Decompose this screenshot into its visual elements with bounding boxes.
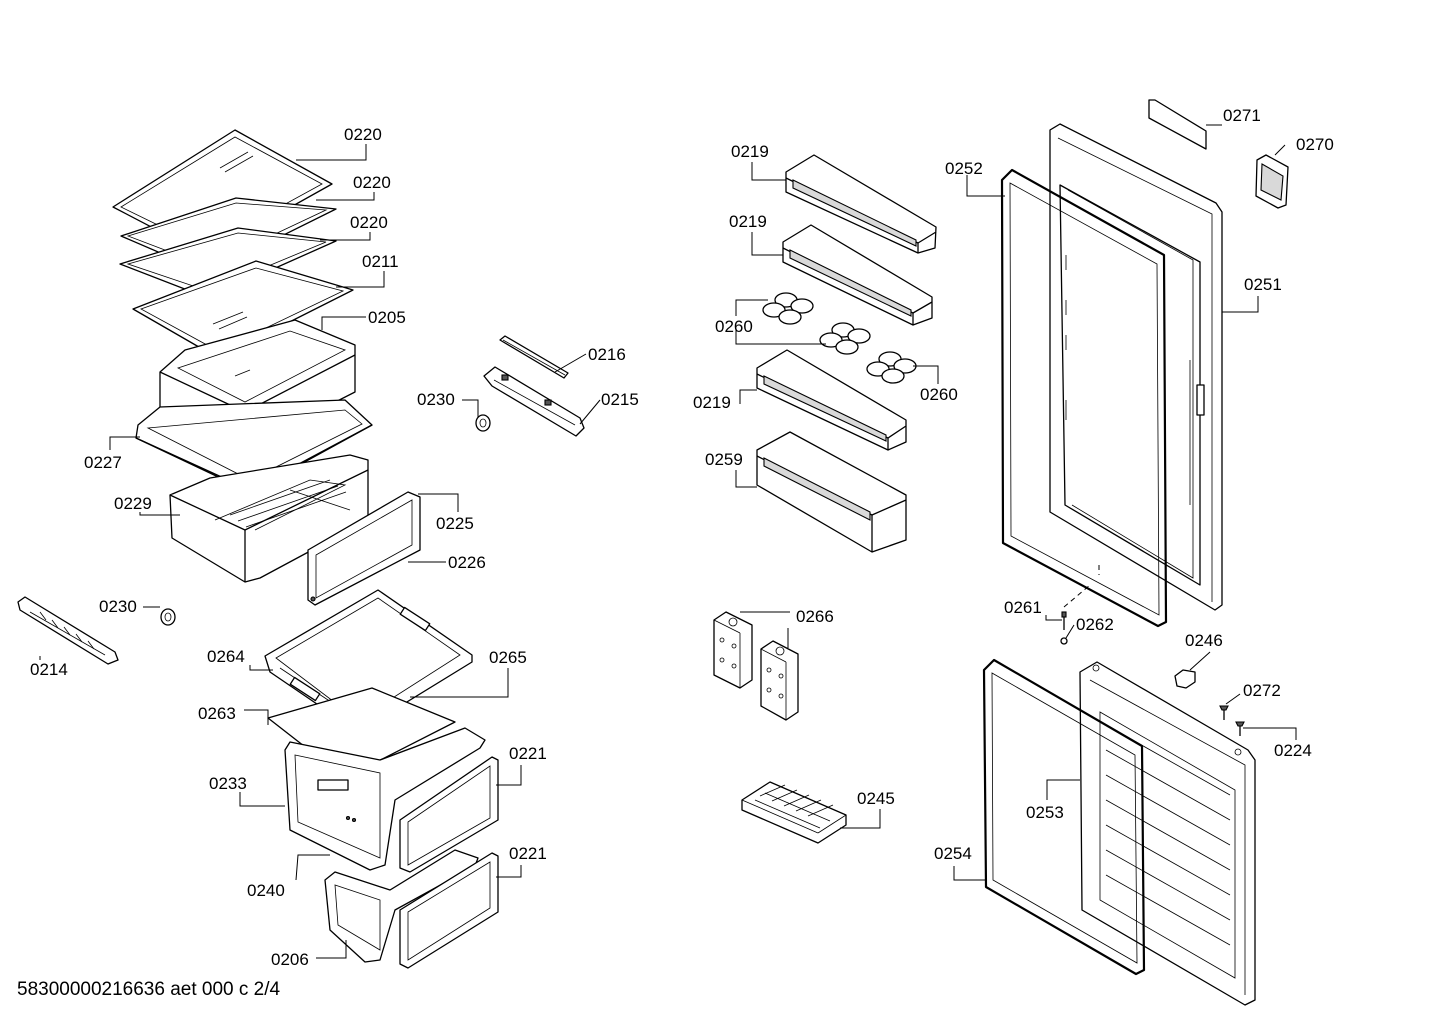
label-0260-left: 0260 bbox=[715, 317, 753, 336]
fridge-door-0251 bbox=[1049, 123, 1223, 611]
end-cap-0230-lower bbox=[160, 608, 176, 626]
door-rack-0219-upper bbox=[785, 154, 937, 254]
cold-pack-0266-b bbox=[760, 640, 799, 721]
label-0240: 0240 bbox=[247, 881, 285, 900]
screw-0272 bbox=[1219, 705, 1229, 720]
label-0266: 0266 bbox=[796, 607, 834, 626]
bottle-rack-0259 bbox=[756, 431, 907, 553]
label-0272: 0272 bbox=[1243, 681, 1281, 700]
door-gasket-0252 bbox=[1000, 168, 1168, 628]
rail-strip-0216 bbox=[499, 335, 569, 379]
hinge-cover-0246 bbox=[1174, 669, 1196, 689]
egg-tray-0260-b bbox=[819, 322, 871, 355]
label-0221-lower: 0221 bbox=[509, 844, 547, 863]
label-0220b: 0220 bbox=[353, 173, 391, 192]
part-labels: 0220 0220 0220 0211 0205 0227 0229 0225 … bbox=[30, 106, 1334, 969]
label-0261: 0261 bbox=[1004, 598, 1042, 617]
label-0226: 0226 bbox=[448, 553, 486, 572]
label-0245: 0245 bbox=[857, 789, 895, 808]
freezer-door-0253 bbox=[1079, 661, 1256, 1006]
assembly-line bbox=[1063, 584, 1091, 608]
rail-0214 bbox=[17, 596, 119, 665]
label-0265: 0265 bbox=[489, 648, 527, 667]
label-0230-lower: 0230 bbox=[99, 597, 137, 616]
door-gasket-0254 bbox=[982, 658, 1146, 976]
label-0219-upper: 0219 bbox=[731, 142, 769, 161]
freezer-drawer-0206 bbox=[324, 849, 499, 969]
label-0220c: 0220 bbox=[350, 213, 388, 232]
label-0227: 0227 bbox=[84, 453, 122, 472]
crisper-drawer-0229 bbox=[169, 454, 369, 583]
control-module-0270 bbox=[1255, 154, 1289, 209]
egg-tray-0260-c bbox=[866, 351, 917, 384]
leader-lines bbox=[39, 124, 1297, 959]
label-0221-upper: 0221 bbox=[509, 744, 547, 763]
label-0260-right: 0260 bbox=[920, 385, 958, 404]
label-0205: 0205 bbox=[368, 308, 406, 327]
label-0253: 0253 bbox=[1026, 803, 1064, 822]
diagram-id: 58300000216636 aet 000 c 2/4 bbox=[17, 979, 281, 1000]
label-0229: 0229 bbox=[114, 494, 152, 513]
label-0225: 0225 bbox=[436, 514, 474, 533]
hinge-pin-0261 bbox=[1061, 611, 1067, 630]
egg-tray-0260-a bbox=[762, 292, 814, 325]
drawer-front-0226 bbox=[307, 491, 421, 606]
freezer-drawer-0233 bbox=[284, 727, 499, 873]
label-0251: 0251 bbox=[1244, 275, 1282, 294]
label-0224: 0224 bbox=[1274, 741, 1312, 760]
label-0270: 0270 bbox=[1296, 135, 1334, 154]
label-0211: 0211 bbox=[362, 252, 399, 271]
glass-shelf-0211 bbox=[132, 260, 354, 359]
label-0259: 0259 bbox=[705, 450, 743, 469]
cold-pack-0266-a bbox=[713, 611, 753, 689]
washer-0262 bbox=[1060, 637, 1068, 645]
door-rack-0219-middle bbox=[782, 224, 933, 326]
label-0216: 0216 bbox=[588, 345, 626, 364]
label-0206: 0206 bbox=[271, 950, 309, 969]
label-0233: 0233 bbox=[209, 774, 247, 793]
label-0271: 0271 bbox=[1223, 106, 1261, 125]
end-cap-0230-upper bbox=[475, 414, 491, 432]
label-0271 bbox=[1148, 99, 1207, 150]
label-0219-lower: 0219 bbox=[693, 393, 731, 412]
label-0230-upper: 0230 bbox=[417, 390, 455, 409]
label-0254: 0254 bbox=[934, 844, 972, 863]
label-0215: 0215 bbox=[601, 390, 639, 409]
label-0214: 0214 bbox=[30, 660, 68, 679]
label-0252: 0252 bbox=[945, 159, 983, 178]
label-0246: 0246 bbox=[1185, 631, 1223, 650]
rail-0215 bbox=[483, 366, 585, 437]
screw-0224 bbox=[1235, 721, 1245, 736]
label-0264: 0264 bbox=[207, 647, 245, 666]
label-0220a: 0220 bbox=[344, 125, 382, 144]
label-0263: 0263 bbox=[198, 704, 236, 723]
label-0219-middle: 0219 bbox=[729, 212, 767, 231]
ice-cube-tray-0245 bbox=[741, 781, 847, 844]
door-rack-0219-lower bbox=[756, 349, 907, 451]
label-0262: 0262 bbox=[1076, 615, 1114, 634]
